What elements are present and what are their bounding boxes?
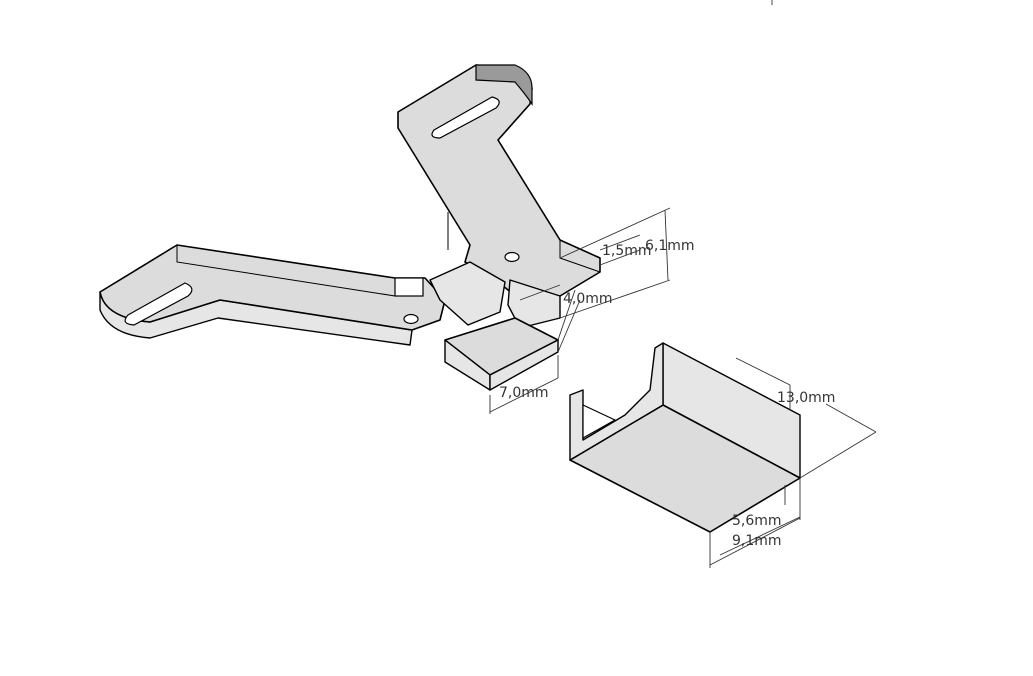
dim-label-5-6: 5,6mm [732,513,782,529]
hole-left [403,313,419,325]
dim-label-13-0: 13,0mm [777,390,835,406]
knurled-end [475,64,533,106]
clip-part [569,342,801,533]
dim-label-6-1: 6,1mm [645,238,695,254]
dimension-lines [489,207,877,568]
dim-label-7-0: 7,0mm [499,385,549,401]
hole-upright [504,251,520,263]
slot-upright [431,96,500,139]
center-jaw [429,261,506,326]
slot-left [124,282,193,326]
dim-label-9-1: 9,1mm [732,533,782,549]
notch [394,277,424,297]
dim-label-4-0: 4,0mm [563,291,613,307]
dim-label-1-5: 1,5mm [602,243,652,259]
dimension-labels: 1,5mm 6,1mm 4,0mm 7,0mm 13,0mm 5,6mm 9,1… [499,238,835,549]
left-arm-top [99,244,446,331]
bracket-part [99,64,601,391]
clip-groove [582,404,617,440]
center-jaw-right [507,279,561,329]
